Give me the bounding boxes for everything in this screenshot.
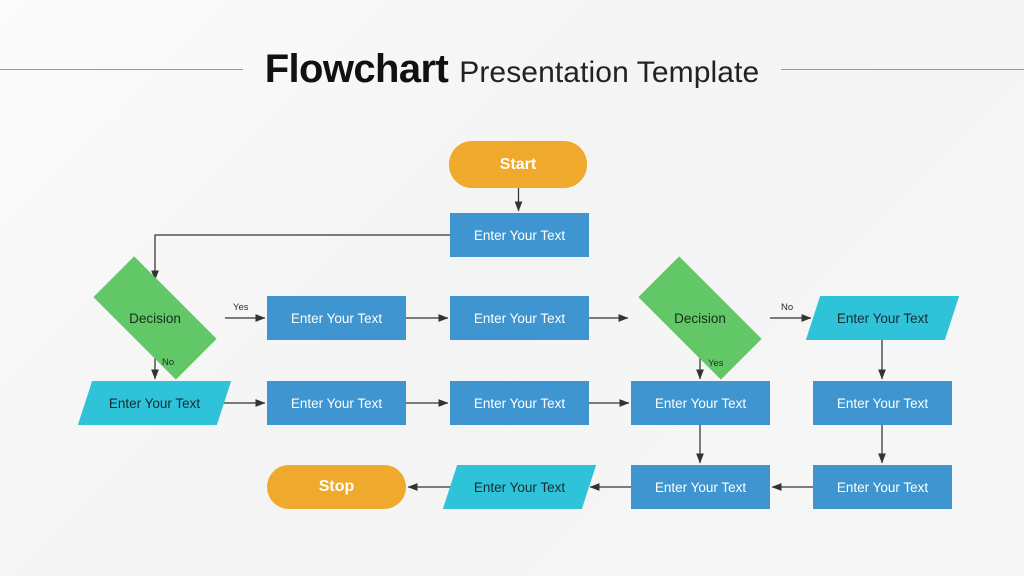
flow-node-label: Stop [318,478,355,495]
flow-node-label: Enter Your Text [836,395,929,411]
flow-node-p3[interactable]: Enter Your Text [450,296,589,340]
flow-node-label: Enter Your Text [654,395,747,411]
parallelogram-shape [77,381,232,425]
flow-node-d1[interactable]: Decision [85,256,225,380]
flow-node-p4[interactable]: Enter Your Text [267,381,406,425]
flow-node-dat1[interactable]: Enter Your Text [805,296,960,340]
flow-node-p6[interactable]: Enter Your Text [631,381,770,425]
flow-node-label: Enter Your Text [290,395,383,411]
title-strong: Flowchart [264,47,449,91]
flow-node-stop[interactable]: Stop [267,465,406,509]
diamond-shape [638,256,762,380]
flow-node-label: Enter Your Text [654,479,747,495]
flow-node-label: Enter Your Text [836,479,929,495]
flow-node-label: Start [499,155,537,173]
flow-node-start[interactable]: Start [449,141,587,188]
diamond-shape [93,256,217,380]
flow-node-dat2[interactable]: Enter Your Text [77,381,232,425]
flow-node-label: Enter Your Text [473,227,566,243]
slide-header: Flowchart Presentation Template [0,40,1024,98]
flow-node-d2[interactable]: Decision [630,256,770,380]
parallelogram-shape [442,465,597,509]
header-rule-left [0,68,243,70]
flow-node-dat3[interactable]: Enter Your Text [442,465,597,509]
title-light: Presentation Template [459,56,760,89]
edge-label: No [162,357,175,368]
flow-node-label: Enter Your Text [290,310,383,326]
flow-node-p8[interactable]: Enter Your Text [631,465,770,509]
flow-node-p5[interactable]: Enter Your Text [450,381,589,425]
page-title: Flowchart Presentation Template [265,49,760,89]
header-rule-right [781,68,1024,70]
flow-node-label: Enter Your Text [473,310,566,326]
edge-label: Yes [708,358,724,369]
flow-node-p9[interactable]: Enter Your Text [813,465,952,509]
flow-node-p1[interactable]: Enter Your Text [450,213,589,257]
flow-node-label: Enter Your Text [473,395,566,411]
edge-label: Yes [233,302,249,313]
edge-label: No [781,302,794,313]
flow-node-p7[interactable]: Enter Your Text [813,381,952,425]
edge-p1-to-decision1 [151,234,450,281]
flow-node-p2[interactable]: Enter Your Text [267,296,406,340]
parallelogram-shape [805,296,960,340]
